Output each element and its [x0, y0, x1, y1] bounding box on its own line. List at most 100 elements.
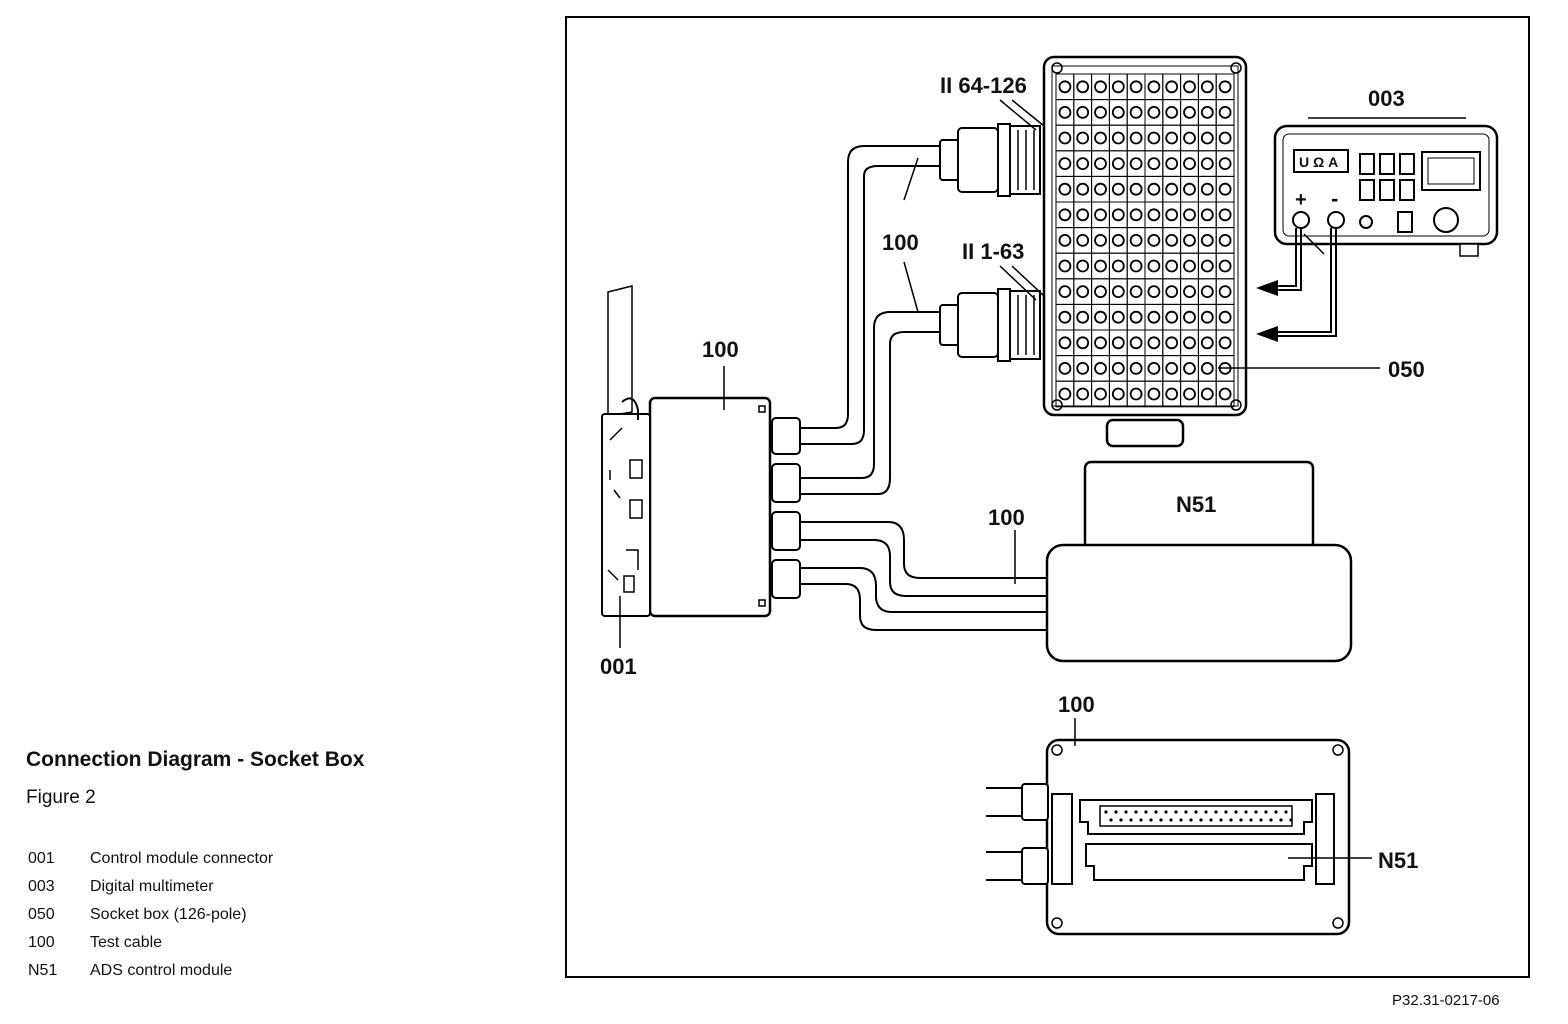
socket-hole — [1218, 310, 1232, 324]
legend-item: 050 Socket box (126-pole) — [28, 901, 273, 929]
legend-item: 001 Control module connector — [28, 845, 273, 873]
control-module-connector-001 — [601, 285, 651, 648]
socket-hole — [1058, 233, 1072, 247]
legend: 001 Control module connector 003 Digital… — [28, 845, 273, 985]
socket-hole — [1094, 208, 1107, 222]
round-connector-lower — [939, 288, 1041, 362]
socket-hole — [1183, 131, 1196, 145]
diagram-border — [565, 16, 1530, 978]
connector-pin — [1234, 810, 1238, 814]
connector-pin — [1144, 810, 1148, 814]
legend-code: 001 — [28, 850, 55, 867]
socket-hole — [1183, 233, 1196, 247]
socket-hole — [1094, 182, 1107, 196]
socket-hole — [1200, 80, 1214, 94]
socket-hole — [1165, 233, 1179, 247]
socket-hole — [1094, 131, 1107, 145]
socket-hole — [1111, 259, 1125, 273]
socket-hole — [1200, 361, 1214, 375]
socket-hole — [1094, 80, 1107, 94]
connector-pin — [1109, 818, 1113, 822]
connector-pin — [1254, 810, 1258, 814]
legend-label: ADS control module — [90, 962, 233, 979]
socket-hole — [1218, 233, 1232, 247]
socket-hole — [1076, 157, 1090, 171]
socket-hole — [1200, 285, 1214, 299]
connector-pin — [1134, 810, 1138, 814]
socket-hole — [1111, 131, 1125, 145]
socket-hole — [1218, 208, 1232, 222]
socket-hole — [1147, 285, 1161, 299]
socket-hole — [1129, 157, 1143, 171]
connector-pin — [1214, 810, 1218, 814]
socket-hole — [1165, 208, 1179, 222]
connector-pin — [1249, 818, 1253, 822]
socket-hole — [1218, 285, 1232, 299]
socket-hole — [1147, 259, 1161, 273]
connector-pin — [1164, 810, 1168, 814]
socket-hole — [1129, 361, 1143, 375]
socket-hole — [1200, 336, 1214, 350]
legend-code: 003 — [28, 878, 55, 895]
socket-hole — [1111, 285, 1125, 299]
socket-hole — [1165, 259, 1179, 273]
socket-hole — [1076, 80, 1090, 94]
connector-pin — [1149, 818, 1153, 822]
probe-leads — [1270, 228, 1337, 337]
socket-hole — [1058, 106, 1072, 119]
connector-pin — [1264, 810, 1268, 814]
socket-hole — [1218, 157, 1232, 171]
connector-pin — [1154, 810, 1158, 814]
socket-hole — [1058, 80, 1072, 94]
socket-hole — [1111, 336, 1125, 350]
socket-hole — [1183, 106, 1196, 119]
socket-hole — [1200, 259, 1214, 273]
socket-hole — [1076, 233, 1090, 247]
socket-box-050 — [1042, 55, 1248, 448]
socket-hole — [1094, 259, 1107, 273]
socket-hole — [1147, 310, 1161, 324]
socket-hole — [1165, 80, 1179, 94]
label-ads-module: N51 — [1176, 492, 1216, 517]
connector-pin — [1159, 818, 1163, 822]
connector-pin — [1229, 818, 1233, 822]
socket-hole — [1183, 336, 1196, 350]
socket-hole — [1200, 208, 1214, 222]
socket-hole — [1147, 233, 1161, 247]
socket-hole — [1129, 182, 1143, 196]
label-cable-n51: 100 — [988, 505, 1025, 530]
socket-hole — [1076, 208, 1090, 222]
label-socket-box: 050 — [1388, 357, 1425, 382]
socket-hole — [1094, 285, 1107, 299]
socket-hole — [1076, 361, 1090, 375]
socket-hole — [1218, 259, 1232, 273]
socket-hole — [1183, 310, 1196, 324]
socket-hole — [1111, 387, 1125, 401]
socket-hole — [1129, 106, 1143, 119]
legend-label: Control module connector — [90, 850, 274, 867]
socket-hole — [1058, 310, 1072, 324]
socket-hole — [1111, 233, 1125, 247]
socket-hole — [1200, 106, 1214, 119]
legend-item: 100 Test cable — [28, 929, 273, 957]
socket-hole — [1147, 208, 1161, 222]
label-inset-module: N51 — [1378, 848, 1418, 873]
connector-pin — [1244, 810, 1248, 814]
connector-pin — [1219, 818, 1223, 822]
probe-arrow-minus — [1256, 326, 1278, 342]
connector-pin — [1189, 818, 1193, 822]
label-minus: - — [1331, 186, 1338, 211]
socket-hole — [1129, 310, 1143, 324]
connector-pin — [1174, 810, 1178, 814]
socket-hole — [1218, 387, 1232, 401]
socket-hole — [1200, 387, 1214, 401]
connector-pin — [1199, 818, 1203, 822]
connector-pin — [1179, 818, 1183, 822]
socket-hole — [1111, 361, 1125, 375]
socket-hole — [1183, 259, 1196, 273]
socket-hole — [1183, 80, 1196, 94]
connector-pin — [1259, 818, 1263, 822]
socket-cell — [1215, 380, 1235, 408]
ads-control-module-n51 — [1045, 460, 1353, 663]
socket-hole — [1147, 182, 1161, 196]
